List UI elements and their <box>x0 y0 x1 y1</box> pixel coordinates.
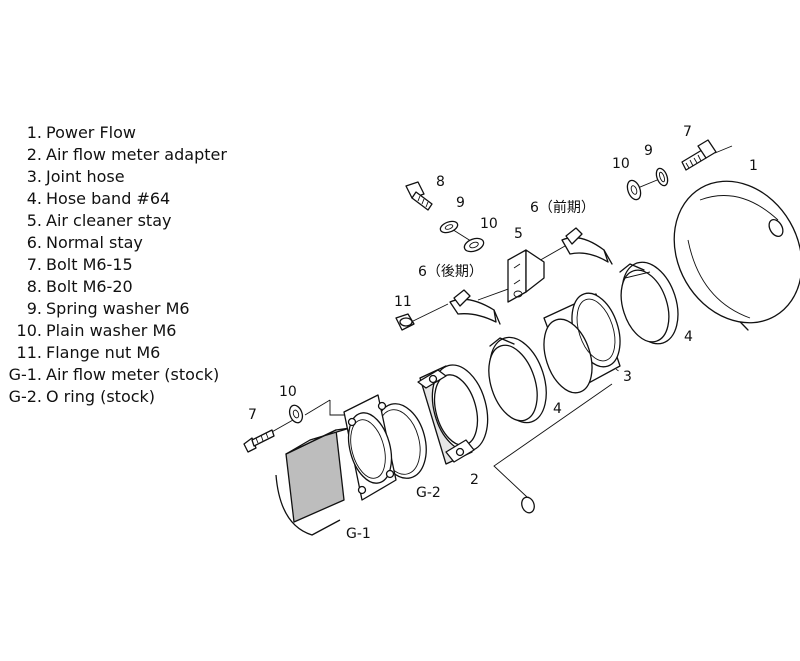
hose-band-middle <box>488 336 547 424</box>
power-flow-filter <box>673 180 800 331</box>
callout-10-left: 10 <box>480 216 498 232</box>
list-item: 6.Normal stay <box>26 233 143 252</box>
callout-10-bottom: 10 <box>279 384 297 400</box>
parts-list: 1.Power Flow 2.Air flow meter adapter 3.… <box>0 122 227 408</box>
list-item: 2.Air flow meter adapter <box>26 145 227 164</box>
callout-9-left: 9 <box>456 195 465 211</box>
list-item: 1.Power Flow <box>26 123 136 142</box>
air-flow-meter <box>275 394 397 536</box>
callout-7-top: 7 <box>683 124 692 140</box>
bolt-m6-15-bottom <box>243 429 275 453</box>
list-item: 7.Bolt M6-15 <box>26 255 133 274</box>
callout-7-bottom: 7 <box>248 407 257 423</box>
list-item: G-2.O ring (stock) <box>8 387 156 406</box>
callout-8: 8 <box>436 174 445 190</box>
normal-stay-front <box>561 227 613 265</box>
callout-6-rear: 6（後期） <box>418 264 483 280</box>
list-item: 4.Hose band #64 <box>26 189 171 208</box>
list-item: 10.Plain washer M6 <box>16 321 177 340</box>
spring-washer-left <box>439 220 459 234</box>
end-cap <box>521 496 535 514</box>
callout-1: 1 <box>749 158 758 174</box>
air-cleaner-stay <box>507 249 545 303</box>
callout-4-right: 4 <box>684 329 693 345</box>
spring-washer-top <box>655 167 669 187</box>
list-item: G-1.Air flow meter (stock) <box>8 365 220 384</box>
callouts: 7 9 10 1 8 9 10 6（前期） 5 6（後期） 11 4 3 4 1… <box>248 124 758 542</box>
joint-hose <box>543 292 621 394</box>
list-item: 9.Spring washer M6 <box>26 299 190 318</box>
callout-2: 2 <box>470 472 479 488</box>
list-item: 11.Flange nut M6 <box>16 343 161 362</box>
list-item: 8.Bolt M6-20 <box>26 277 133 296</box>
callout-11: 11 <box>394 294 412 310</box>
hose-band-right <box>619 261 679 345</box>
bolt-m6-15-top <box>681 139 717 171</box>
plain-washer-left <box>463 237 485 253</box>
callout-g1: G-1 <box>346 526 371 542</box>
air-flow-meter-adapter <box>417 364 489 465</box>
normal-stay-rear <box>449 289 501 325</box>
callout-g2: G-2 <box>416 485 441 501</box>
plain-washer-bottom <box>288 404 304 424</box>
callout-9-top: 9 <box>644 143 653 159</box>
list-item: 3.Joint hose <box>26 167 125 186</box>
callout-4-mid: 4 <box>553 401 562 417</box>
bolt-m6-20 <box>405 181 433 211</box>
plain-washer-top <box>626 179 642 201</box>
list-item: 5.Air cleaner stay <box>26 211 172 230</box>
flange-nut <box>395 313 415 331</box>
callout-3: 3 <box>623 369 632 385</box>
callout-5: 5 <box>514 226 523 242</box>
callout-6-front: 6（前期） <box>530 199 595 216</box>
callout-10-top: 10 <box>612 156 630 172</box>
